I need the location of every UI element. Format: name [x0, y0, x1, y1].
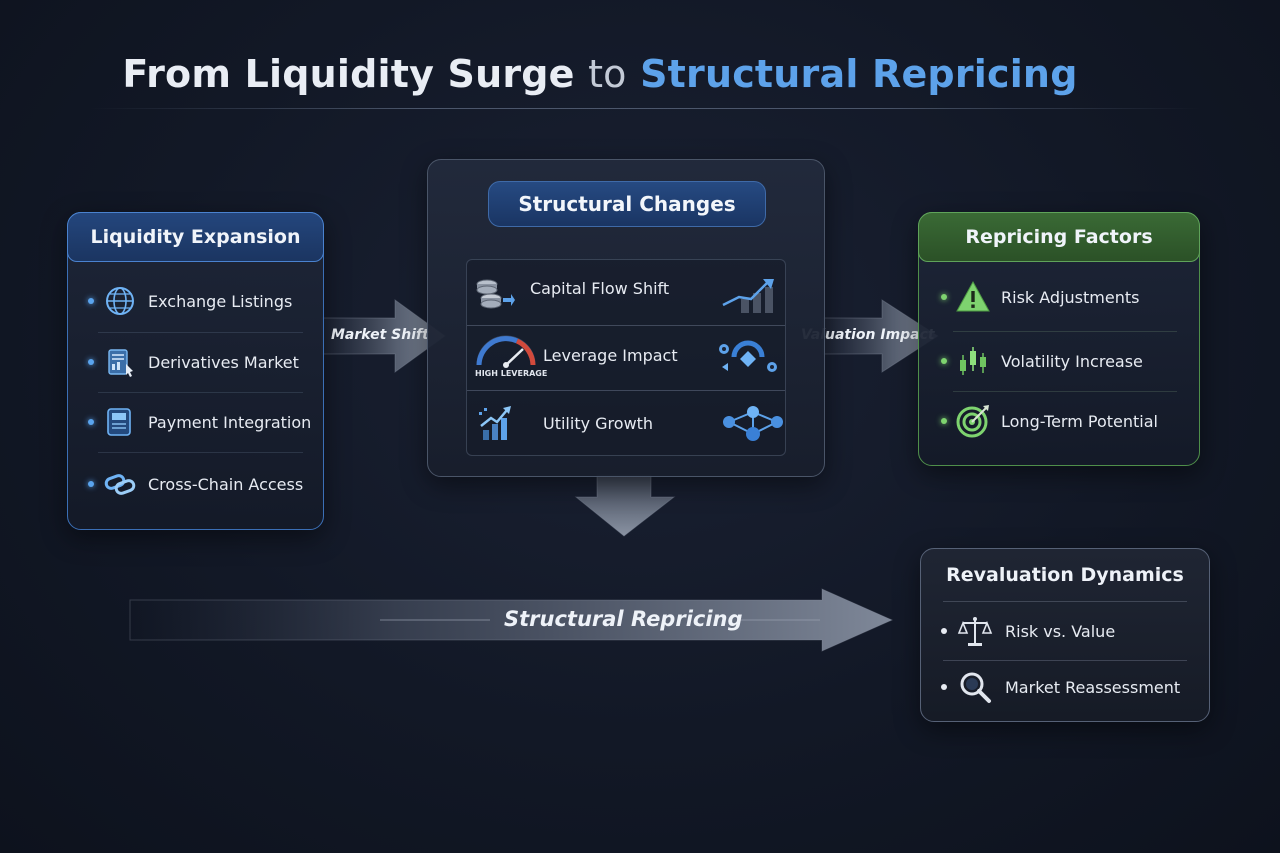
structural-repricing-arrow [129, 588, 894, 652]
bullet [88, 359, 94, 365]
valuation-impact-arrow [822, 299, 939, 373]
list-item: Derivatives Market [68, 334, 323, 390]
document-chart-icon [108, 349, 133, 377]
bullet [88, 419, 94, 425]
item-label: Derivatives Market [148, 352, 299, 372]
item-label: Payment Integration [148, 412, 312, 432]
globe-icon [106, 287, 134, 315]
growth-chart-icon [479, 406, 511, 440]
structural-changes-panel: Structural Changes Capital Flow Shift [427, 159, 825, 477]
market-shift-label: Market Shift [331, 327, 429, 343]
item-label: Market Reassessment [1005, 677, 1181, 697]
divider [98, 452, 303, 453]
list-item: Long-Term Potential [919, 393, 1199, 449]
structural-changes-list: Capital Flow Shift HIGH LEVERAGE Leverag… [466, 259, 786, 456]
list-item: Cross-Chain Access [68, 456, 323, 512]
bullet [88, 298, 94, 304]
divider [953, 331, 1177, 332]
list-item: Capital Flow Shift [467, 260, 785, 325]
bullet [941, 684, 947, 690]
divider [953, 391, 1177, 392]
list-item: Volatility Increase [919, 333, 1199, 389]
title-part-2: Structural Repricing [640, 52, 1078, 96]
item-label: Volatility Increase [1001, 351, 1143, 371]
candlestick-icon [960, 347, 986, 375]
item-label: Leverage Impact [543, 346, 678, 365]
divider [943, 601, 1187, 602]
item-label: Exchange Listings [148, 291, 293, 311]
item-label: Risk vs. Value [1005, 621, 1116, 641]
rising-bars-icon [722, 279, 774, 313]
repricing-factors-panel: Repricing Factors Risk Adjustments Volat… [918, 212, 1200, 466]
list-item: Utility Growth [467, 390, 785, 455]
revaluation-dynamics-title: Revaluation Dynamics [946, 564, 1184, 586]
magnifier-icon [960, 672, 991, 703]
title-part-to: to [588, 52, 627, 96]
divider [467, 390, 785, 391]
gauge-label: HIGH LEVERAGE [475, 369, 548, 378]
item-label: Risk Adjustments [1001, 287, 1140, 307]
target-icon [956, 405, 989, 438]
gauge-icon [476, 335, 536, 368]
structural-changes-title: Structural Changes [488, 181, 766, 227]
warning-icon [956, 280, 990, 312]
bullet [941, 418, 947, 424]
divider [467, 325, 785, 326]
chain-link-icon [104, 474, 136, 495]
scales-icon [957, 617, 993, 646]
node-network-icon [723, 406, 783, 441]
item-label: Long-Term Potential [1001, 411, 1158, 431]
divider [98, 332, 303, 333]
bullet [941, 358, 947, 364]
down-arrow [574, 474, 676, 537]
divider [943, 660, 1187, 661]
item-label: Capital Flow Shift [530, 279, 670, 298]
repricing-factors-title: Repricing Factors [918, 212, 1200, 262]
title-divider [90, 108, 1200, 109]
list-item: Exchange Listings [68, 273, 323, 329]
bullet [941, 294, 947, 300]
structural-repricing-label: Structural Repricing [504, 607, 743, 631]
item-label: Utility Growth [543, 414, 654, 433]
bullet [941, 628, 947, 634]
title-part-1: From Liquidity Surge [122, 52, 575, 96]
valuation-impact-label: Valuation Impact [801, 327, 935, 343]
list-item: Payment Integration [68, 394, 323, 450]
revaluation-dynamics-panel: Revaluation Dynamics Risk vs. Value Mark… [920, 548, 1210, 722]
payment-terminal-icon [107, 408, 131, 436]
page-title: From Liquidity Surge to Structural Repri… [0, 52, 1200, 96]
divider [98, 392, 303, 393]
network-gears-icon [719, 340, 777, 372]
liquidity-expansion-title: Liquidity Expansion [67, 212, 324, 262]
list-item: Risk Adjustments [919, 269, 1199, 325]
bullet [88, 481, 94, 487]
list-item: Market Reassessment [921, 659, 1209, 715]
list-item: HIGH LEVERAGE Leverage Impact [467, 325, 785, 390]
coins-icon [476, 279, 515, 309]
item-label: Cross-Chain Access [148, 474, 304, 494]
list-item: Risk vs. Value [921, 603, 1209, 659]
market-shift-arrow [321, 299, 446, 373]
liquidity-expansion-panel: Liquidity Expansion Exchange Listings De… [67, 212, 324, 530]
